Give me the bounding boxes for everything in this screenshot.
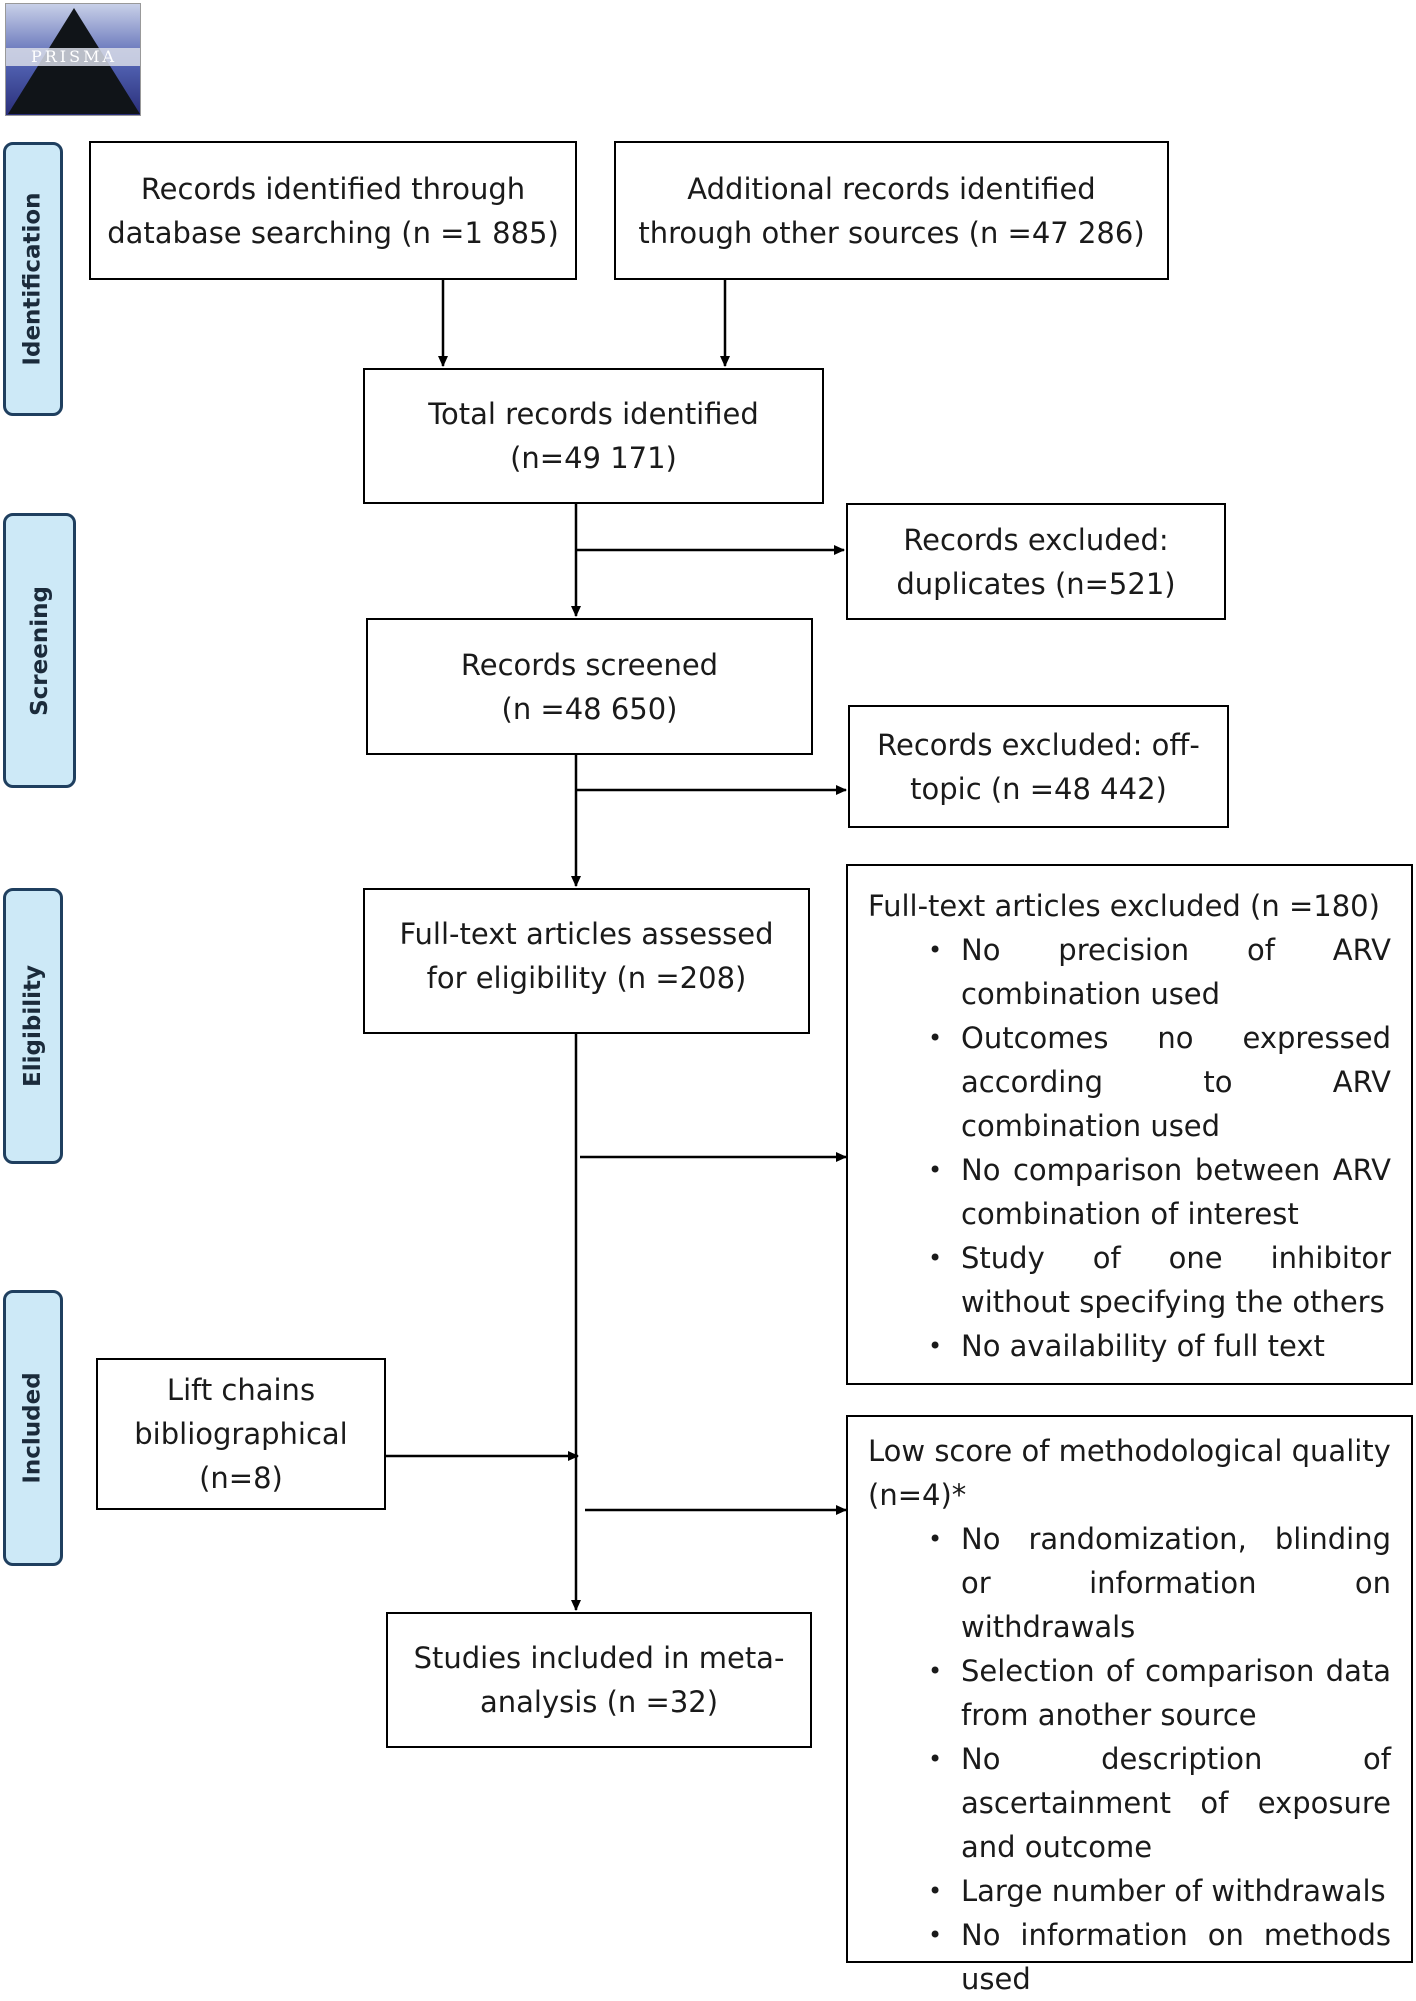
list-item: No description of ascertainment of expos…	[868, 1737, 1391, 1869]
fulltext-excluded-list: No precision of ARV combination used Out…	[868, 928, 1391, 1368]
stage-screening: Screening	[3, 513, 76, 788]
list-item: Outcomes no expressed according to ARV c…	[868, 1016, 1391, 1148]
prisma-logo-text: PRISMA	[30, 47, 118, 66]
prisma-logo: PRISMA	[5, 3, 141, 116]
list-item: No availability of full text	[868, 1324, 1391, 1368]
list-item: Large number of withdrawals	[868, 1869, 1391, 1913]
list-item: No comparison between ARV combination of…	[868, 1148, 1391, 1236]
box-lift-chains: Lift chains bibliographical (n=8)	[96, 1358, 386, 1510]
box-fulltext-assessed: Full-text articles assessed for eligibil…	[363, 888, 810, 1034]
list-item: Selection of comparison data from anothe…	[868, 1649, 1391, 1737]
box-studies-included: Studies included in meta- analysis (n =3…	[386, 1612, 812, 1748]
list-item: No information on methods used	[868, 1913, 1391, 2001]
box-quality-excluded: Low score of methodological quality (n=4…	[846, 1415, 1413, 1996]
box-other-sources: Additional records identified through ot…	[614, 141, 1169, 280]
prisma-logo-icon	[6, 8, 140, 114]
box-excluded-duplicates: Records excluded: duplicates (n=521)	[846, 503, 1226, 620]
box-fulltext-excluded: Full-text articles excluded (n =180) No …	[846, 864, 1413, 1385]
box-excluded-offtopic: Records excluded: off- topic (n =48 442)	[848, 705, 1229, 828]
fulltext-excluded-title: Full-text articles excluded (n =180)	[868, 889, 1380, 923]
box-database-search: Records identified through database sear…	[89, 141, 577, 280]
list-item: No precision of ARV combination used	[868, 928, 1391, 1016]
stage-included: Included	[3, 1290, 63, 1566]
quality-excluded-title: Low score of methodological quality (n=4…	[868, 1434, 1391, 1512]
list-item: No randomization, blinding or informatio…	[868, 1517, 1391, 1649]
stage-eligibility: Eligibility	[3, 888, 63, 1164]
list-item: Study of one inhibitor without specifyin…	[868, 1236, 1391, 1324]
quality-excluded-list: No randomization, blinding or informatio…	[868, 1517, 1391, 2001]
box-records-screened: Records screened (n =48 650)	[366, 618, 813, 755]
stage-identification: Identification	[3, 142, 63, 416]
box-total-records: Total records identified (n=49 171)	[363, 368, 824, 504]
